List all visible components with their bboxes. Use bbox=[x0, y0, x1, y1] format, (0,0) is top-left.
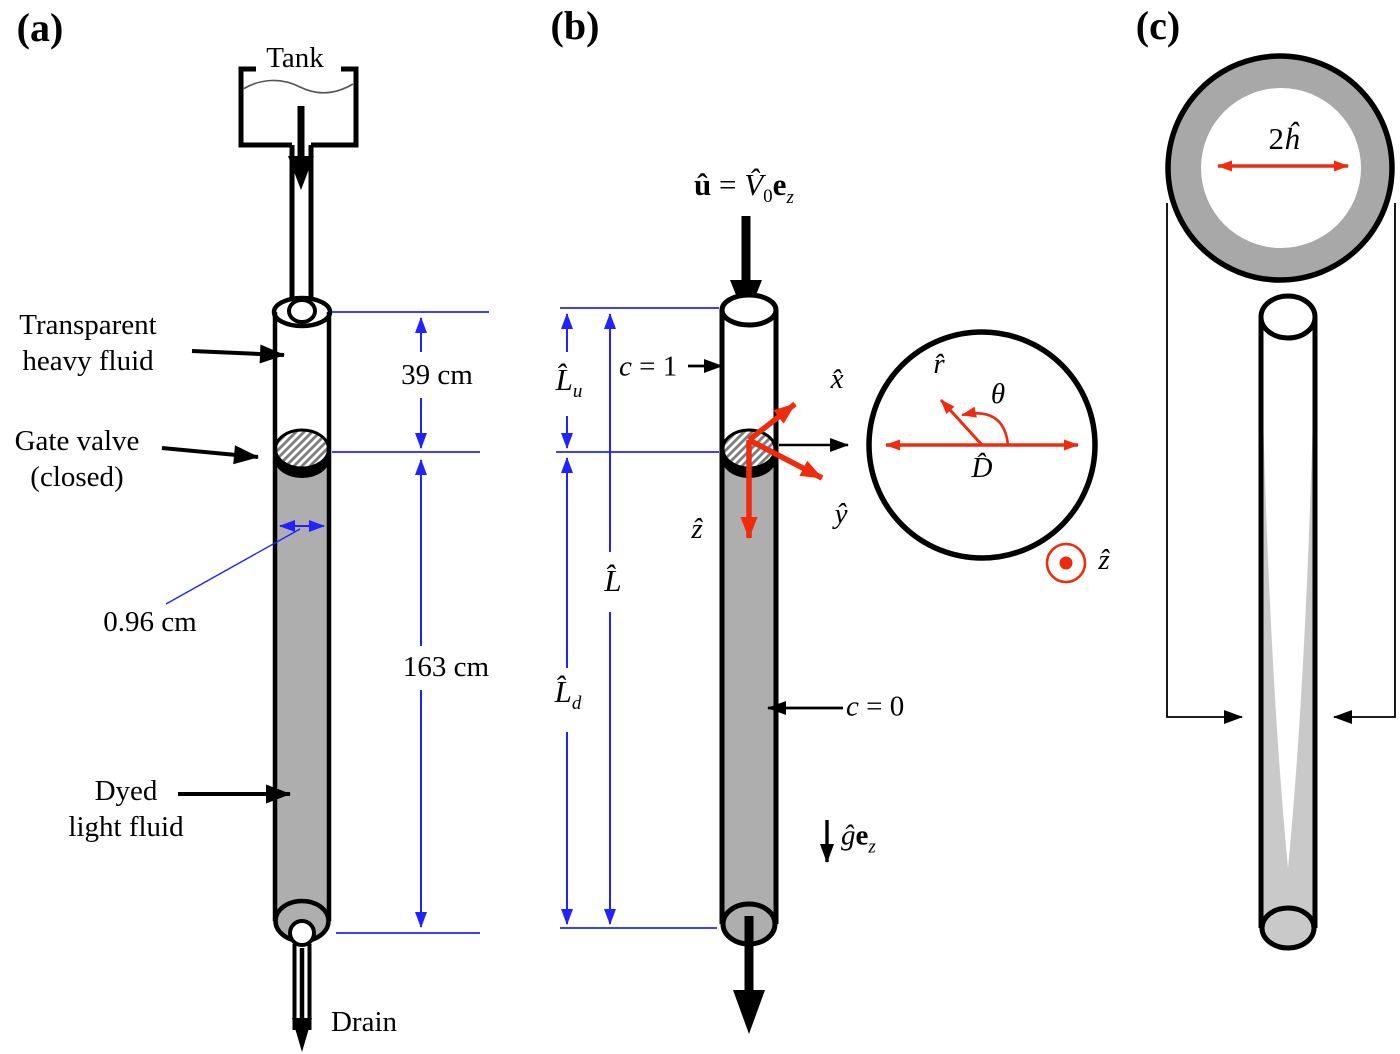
x-axis-label: x̂ bbox=[830, 363, 844, 395]
panel-c-title: (c) bbox=[1135, 3, 1181, 48]
panel-c-drawing bbox=[1165, 53, 1396, 951]
tube-a-lower-fluid bbox=[277, 452, 327, 922]
heavy-fluid-label: Transparent heavy fluid bbox=[19, 309, 157, 377]
length-upper-label: L̂u bbox=[555, 361, 583, 403]
gravity-label: ĝez bbox=[841, 819, 876, 858]
dim-39cm-label: 39 cm bbox=[401, 359, 473, 391]
dim-diameter-leader-line bbox=[165, 528, 301, 605]
tank-right-wall bbox=[311, 66, 359, 148]
length-total-label: L̂ bbox=[604, 563, 622, 598]
tank-left-wall bbox=[238, 66, 292, 148]
theta-angle-arc bbox=[961, 406, 1010, 446]
y-axis-arrow bbox=[747, 437, 824, 481]
tank-water-surface bbox=[242, 79, 354, 94]
panel-b-drawing bbox=[556, 216, 1098, 1034]
projection-line-right bbox=[1333, 203, 1396, 724]
film-annulus-core bbox=[1201, 88, 1361, 248]
dim-diameter-label: 0.96 cm bbox=[103, 606, 197, 638]
z-out-of-page-circle bbox=[1045, 542, 1087, 584]
outlet-flow-arrow-head bbox=[733, 990, 765, 1034]
panel-a-title: (a) bbox=[16, 5, 64, 50]
tube-b-top-rim bbox=[719, 292, 779, 328]
gate-valve-a-plate bbox=[274, 428, 330, 470]
length-lower-label: L̂d bbox=[554, 673, 582, 715]
x-axis-arrow bbox=[747, 401, 797, 443]
dyed-fluid-label: Dyed light fluid bbox=[68, 775, 184, 843]
gate-valve-pointer-arrow bbox=[161, 445, 259, 465]
c1-label: c = 1 bbox=[619, 350, 678, 383]
panel-a-drawing bbox=[161, 66, 489, 1052]
z-out-of-page-dot bbox=[1059, 556, 1073, 570]
dim-163cm-label: 163 cm bbox=[402, 651, 490, 683]
radial-r-arrow bbox=[939, 398, 984, 447]
z-axis-label: ẑ bbox=[691, 513, 703, 545]
gate-valve-label: Gate valve (closed) bbox=[14, 425, 140, 493]
inlet-velocity-equation: û = V̂0ez bbox=[694, 167, 794, 208]
feed-flow-arrow-head bbox=[288, 156, 314, 190]
drain-flow-arrow-head bbox=[292, 1018, 312, 1052]
heavy-fluid-pointer-arrow bbox=[191, 344, 285, 364]
y-axis-label: ŷ bbox=[834, 498, 848, 530]
projection-line-left bbox=[1166, 203, 1243, 724]
tube-a-inlet-port bbox=[287, 298, 317, 324]
diameter-label: D̂ bbox=[971, 452, 993, 484]
c0-label: c = 0 bbox=[846, 690, 905, 723]
drain-label: Drain bbox=[330, 1006, 398, 1038]
radial-axis-label: r̂ bbox=[933, 348, 945, 380]
theta-label: θ bbox=[990, 378, 1006, 410]
z-out-of-page-label: ẑ bbox=[1098, 544, 1110, 576]
panel-b-title: (b) bbox=[550, 3, 600, 48]
film-diameter-label: 2ĥ bbox=[1268, 121, 1300, 156]
tube-a-drain-port bbox=[288, 919, 316, 947]
tube-c-top-rim bbox=[1258, 293, 1318, 341]
tube-c-core-wedge bbox=[1263, 317, 1313, 868]
tank-label: Tank bbox=[266, 42, 324, 74]
tube-c-bottom-cap bbox=[1259, 905, 1317, 951]
